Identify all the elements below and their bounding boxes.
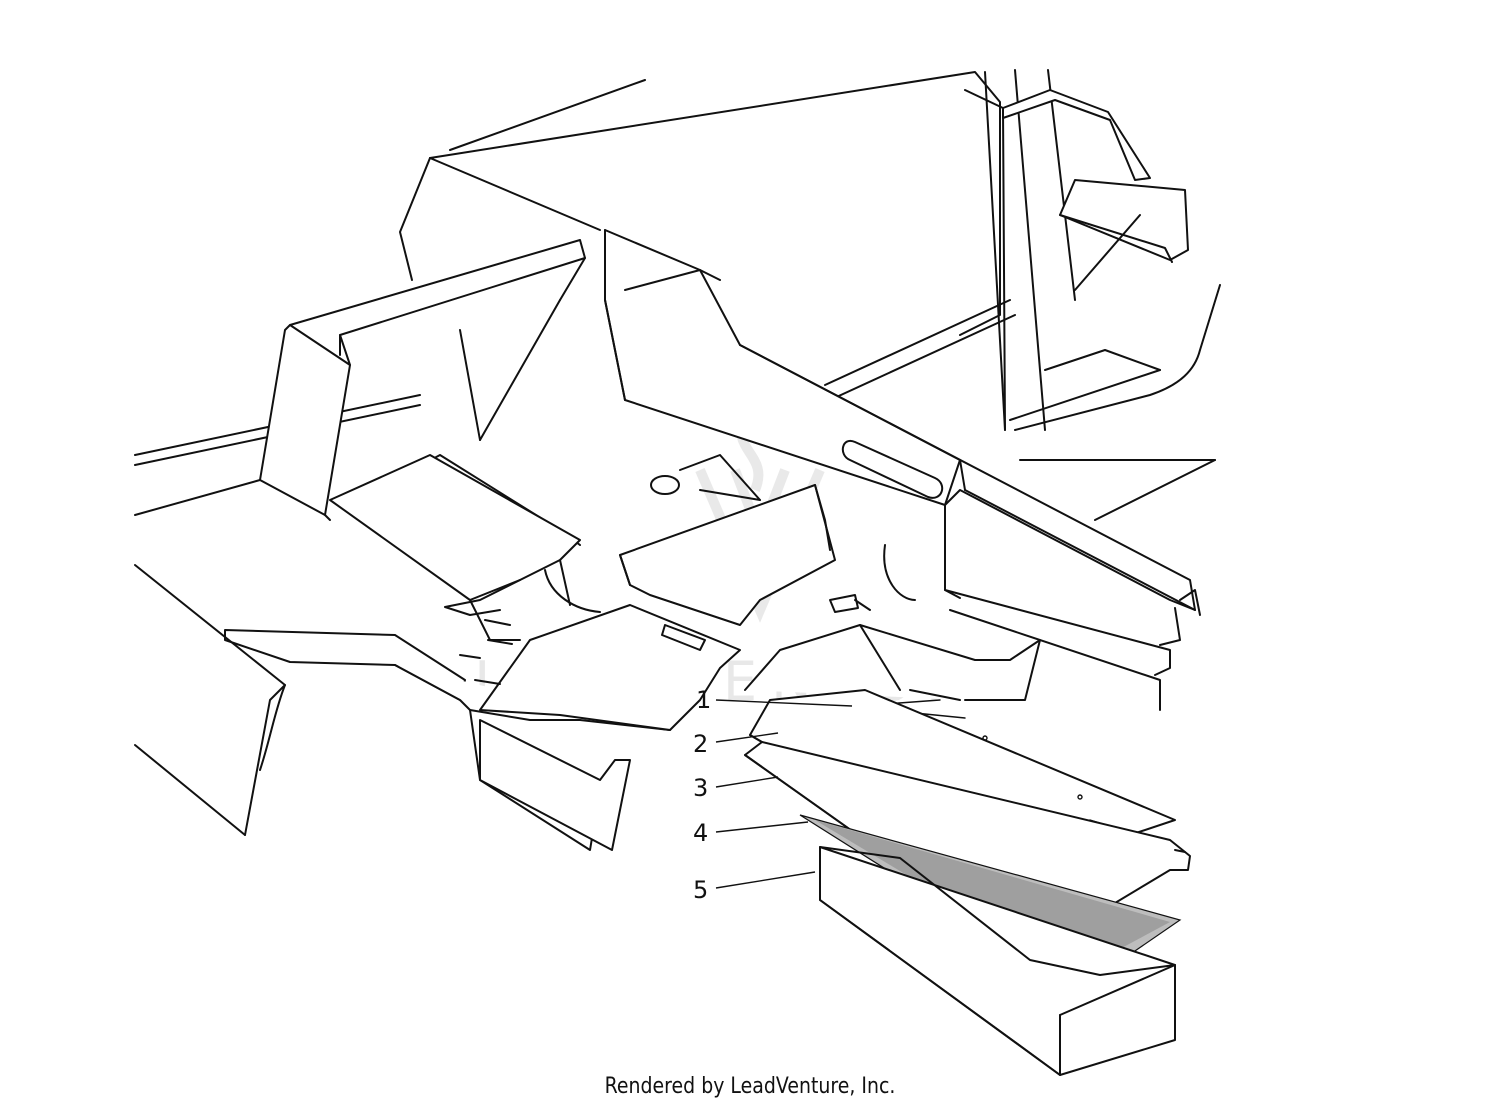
footer-credit: Rendered by LeadVenture, Inc. [604,1074,896,1099]
right-side-rail [824,284,1221,521]
left-lower-plates [134,564,741,851]
callout-number: 2 [693,730,708,758]
right-floor-plate [744,624,1041,701]
callout-number: 1 [696,686,711,714]
callout-2: 2 [693,730,779,758]
left-support-bracket [259,239,586,521]
callout-3: 3 [693,774,779,802]
part-5-filter-box [819,846,1176,1076]
callout-number: 4 [693,819,708,847]
callout-number: 5 [693,876,708,904]
rear-frame-housing [399,71,1001,336]
center-floor-pan [329,454,761,641]
callout-5: 5 [693,871,816,904]
callout-1: 1 [696,686,853,714]
center-cover-plate [619,484,871,626]
center-main-beam [604,229,1201,646]
right-upright-frame [964,69,1189,431]
callout-number: 3 [693,774,708,802]
lower-beam-rail [883,544,1171,711]
callout-4: 4 [693,819,809,847]
